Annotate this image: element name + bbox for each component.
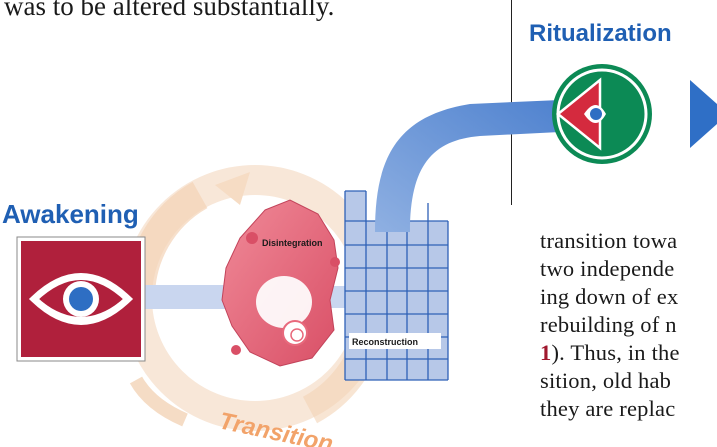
eye-icon-ritualization bbox=[552, 64, 717, 164]
body-line-4: rebuilding of n bbox=[540, 312, 677, 337]
awakening-label: Awakening bbox=[2, 199, 139, 229]
figure-reference-number: 1 bbox=[540, 340, 552, 365]
figure-reference-line: 1). Thus, in the bbox=[540, 340, 680, 365]
disintegration-label: Disintegration bbox=[262, 238, 323, 248]
gear-disintegration-icon bbox=[221, 199, 340, 367]
body-line-6: sition, old hab bbox=[540, 368, 672, 393]
ritualization-label: Ritualization bbox=[529, 20, 672, 47]
body-line-1: transition towa bbox=[540, 228, 678, 253]
cycle-arrow-tip bbox=[129, 376, 188, 427]
body-line-2: two independe bbox=[540, 256, 675, 281]
body-line-3: ing down of ex bbox=[540, 284, 679, 309]
eye-icon-awakening bbox=[16, 236, 146, 362]
body-line-5: 1). Thus, in the bbox=[540, 340, 680, 366]
intro-text-line: was to be altered substantially. bbox=[4, 0, 335, 21]
reconstruction-label: Reconstruction bbox=[352, 337, 418, 347]
body-line-7: they are replac bbox=[540, 396, 676, 421]
curved-arrow-icon bbox=[375, 100, 560, 232]
